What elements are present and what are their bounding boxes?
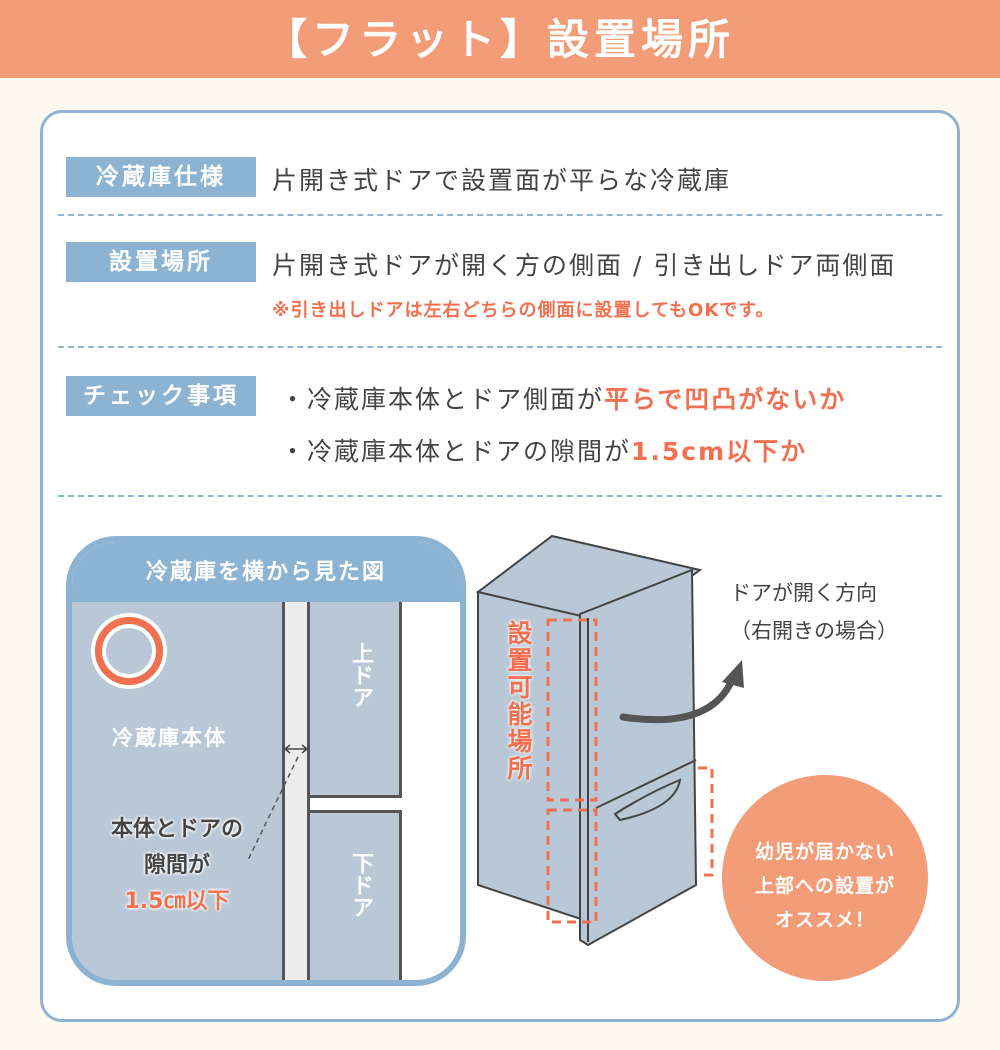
gasket (282, 602, 310, 980)
spec-label: 冷蔵庫仕様 (66, 157, 256, 197)
fridge-illustration (475, 534, 744, 947)
direction-label: ドアが開く方向 （右開きの場合） (730, 574, 898, 650)
body-label: 冷蔵庫本体 (112, 726, 227, 750)
recommendation-bubble: 幼児が届かない 上部への設置が オススメ！ (722, 775, 928, 981)
location-text: 片開き式ドアが開く方の側面 / 引き出しドア両側面 (272, 251, 897, 280)
divider (58, 495, 942, 497)
location-note: ※引き出しドアは左右どちらの側面に設置してもOKです。 (272, 300, 775, 321)
bubble-line-1: 幼児が届かない (754, 841, 895, 863)
bubble-line-2: 上部への設置が (754, 875, 895, 897)
side-view-title: 冷蔵庫を横から見た図 (72, 542, 460, 602)
upper-door (310, 602, 402, 798)
location-label: 設置場所 (66, 242, 256, 282)
page-title: 【フラット】設置場所 (0, 0, 1000, 78)
check-item-1: ・冷蔵庫本体とドア側面が平らで凹凸がないか (280, 380, 846, 416)
divider (58, 346, 942, 348)
lower-door (310, 810, 402, 980)
gap-line-1: 本体とドアの (110, 817, 243, 842)
lower-door-label: 下ドア (348, 852, 373, 918)
install-area-label: 設置可能場所 (504, 620, 533, 782)
spec-text: 片開き式ドアで設置面が平らな冷蔵庫 (272, 166, 732, 195)
check-item-2: ・冷蔵庫本体とドアの隙間が1.5cm以下か (280, 432, 807, 468)
check-label: チェック事項 (66, 376, 256, 416)
gap-callout: 本体とドアの 隙間が 1.5㎝以下 (92, 812, 262, 920)
ok-circle-icon (95, 617, 163, 685)
check-item-highlight: 平らで凹凸がないか (604, 385, 847, 414)
divider (58, 214, 942, 216)
gap-line-2: 隙間が (143, 853, 210, 878)
check-item-highlight: 1.5cm以下か (631, 437, 808, 466)
direction-line-2: （右開きの場合） (730, 619, 898, 643)
direction-line-1: ドアが開く方向 (730, 581, 877, 605)
gap-arrow-icon (247, 744, 309, 861)
side-view-diagram: 冷蔵庫を横から見た図 冷蔵庫本体 上ドア 下ドア 本体とドアの 隙間が 1.5㎝… (66, 536, 466, 986)
bubble-line-3: オススメ！ (774, 909, 875, 931)
gap-value: 1.5㎝以下 (124, 889, 230, 914)
upper-door-label: 上ドア (348, 642, 373, 708)
check-item-text: ・冷蔵庫本体とドアの隙間が (280, 437, 632, 466)
check-item-text: ・冷蔵庫本体とドア側面が (280, 385, 605, 414)
open-direction-arrow-icon (722, 660, 744, 688)
